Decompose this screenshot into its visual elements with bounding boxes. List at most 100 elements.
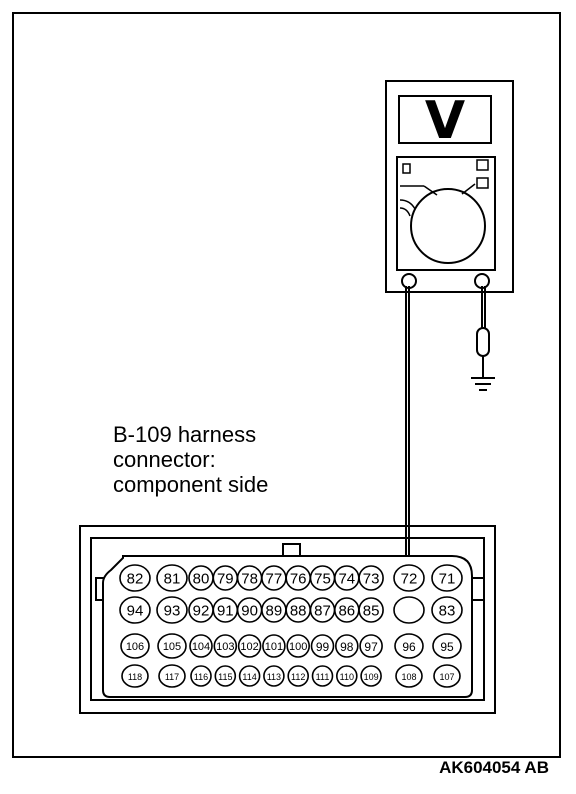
pin-outline — [263, 665, 285, 687]
pin-number: 75 — [314, 571, 331, 588]
connector-pin-102: 102 — [237, 634, 262, 658]
probe-lead-to-ground — [476, 286, 490, 378]
connector-pin-94: 94 — [119, 596, 151, 624]
pin-number: 104 — [192, 641, 210, 653]
connector-pin-104: 104 — [189, 634, 213, 658]
harness-connector — [79, 525, 496, 714]
pin-outline — [393, 564, 425, 592]
connector-pin-74: 74 — [333, 565, 360, 591]
multimeter — [385, 80, 514, 293]
connector-pin-113: 113 — [263, 665, 285, 687]
connector-pin-88: 88 — [285, 597, 312, 623]
connector-pin-76: 76 — [285, 565, 312, 591]
pin-outline — [262, 634, 286, 658]
pin-outline — [214, 665, 237, 687]
pin-outline — [120, 633, 150, 659]
pin-number: 72 — [401, 571, 418, 588]
connector-pin-79: 79 — [212, 565, 239, 591]
connector-pin-90: 90 — [236, 597, 263, 623]
pin-outline — [237, 634, 262, 658]
connector-pin-108: 108 — [395, 664, 423, 688]
connector-pin-85: 85 — [358, 597, 384, 623]
pin-number: 89 — [266, 603, 283, 620]
pin-number: 79 — [217, 571, 234, 588]
connector-pin-73: 73 — [358, 565, 384, 591]
voltmeter-symbol: V — [425, 91, 465, 151]
pin-outline — [121, 664, 149, 688]
pin-number: 88 — [290, 603, 307, 620]
pin-number: 103 — [216, 641, 234, 653]
pin-number: 71 — [439, 571, 456, 588]
connector-pin-92: 92 — [188, 597, 214, 623]
pin-outline — [335, 665, 358, 687]
connector-pin-97: 97 — [359, 634, 383, 658]
pin-outline — [395, 664, 423, 688]
connector-pin-91: 91 — [212, 597, 239, 623]
pin-number: 93 — [164, 603, 181, 620]
pin-number: 99 — [316, 640, 330, 654]
connector-label-line2: connector: — [113, 447, 216, 472]
connector-pin-118: 118 — [121, 664, 149, 688]
pin-number: 91 — [217, 603, 234, 620]
pin-outline — [334, 634, 359, 658]
probe-jack-v — [474, 273, 490, 289]
pin-number: 111 — [316, 672, 330, 682]
pin-outline — [433, 664, 461, 688]
connector-pin-109: 109 — [360, 665, 382, 687]
pin-number: 77 — [266, 571, 283, 588]
pin-outline — [431, 564, 463, 592]
pin-number: 95 — [440, 640, 454, 654]
pin-number: 96 — [402, 640, 416, 654]
pin-number: 101 — [265, 641, 283, 653]
pin-number: 106 — [126, 641, 144, 653]
pin-outline — [287, 665, 310, 687]
connector-pin-72: 72 — [393, 564, 425, 592]
pin-outline — [157, 633, 187, 659]
pin-number: 87 — [314, 603, 331, 620]
pin-outline — [358, 565, 384, 591]
connector-pin-103: 103 — [213, 634, 238, 658]
connector-key — [282, 543, 301, 557]
connector-pin-101: 101 — [262, 634, 286, 658]
connector-pin-115: 115 — [214, 665, 237, 687]
pin-number: 81 — [164, 571, 181, 588]
pin-number: 74 — [338, 571, 355, 588]
connector-pin-107: 107 — [433, 664, 461, 688]
pin-outline — [358, 597, 384, 623]
multimeter-dial — [410, 188, 486, 264]
pin-outline — [190, 665, 212, 687]
pin-number: 82 — [127, 571, 144, 588]
pin-number: 105 — [163, 641, 181, 653]
connector-pin-82: 82 — [119, 564, 151, 592]
pin-outline — [286, 634, 311, 658]
pin-number: 92 — [193, 603, 210, 620]
pin-number: 113 — [267, 672, 281, 682]
connector-pin-89: 89 — [261, 597, 287, 623]
connector-pin-95: 95 — [432, 633, 462, 659]
pin-number: 114 — [242, 672, 256, 682]
pin-number: 100 — [289, 641, 307, 653]
pin-outline — [189, 634, 213, 658]
pin-number: 108 — [401, 672, 416, 682]
ground-icon — [471, 377, 495, 391]
pin-number: 86 — [338, 603, 355, 620]
pin-outline — [432, 633, 462, 659]
pin-number: 97 — [364, 640, 378, 654]
probe-jack-com — [401, 273, 417, 289]
pin-outline — [238, 665, 261, 687]
connector-pin-75: 75 — [309, 565, 336, 591]
pin-number: 118 — [128, 672, 142, 682]
connector-housing — [79, 525, 496, 714]
pin-outline — [393, 596, 425, 624]
pin-outline — [310, 634, 335, 658]
connector-label-line1: B-109 harness — [113, 422, 256, 447]
pin-outline — [158, 664, 186, 688]
connector-face — [102, 555, 473, 698]
pin-number: 109 — [364, 672, 379, 682]
pin-number: 90 — [241, 603, 258, 620]
connector-pin-110: 110 — [335, 665, 358, 687]
pin-number: 115 — [218, 672, 232, 682]
connector-pin-84 — [393, 596, 425, 624]
pin-outline — [119, 596, 151, 624]
